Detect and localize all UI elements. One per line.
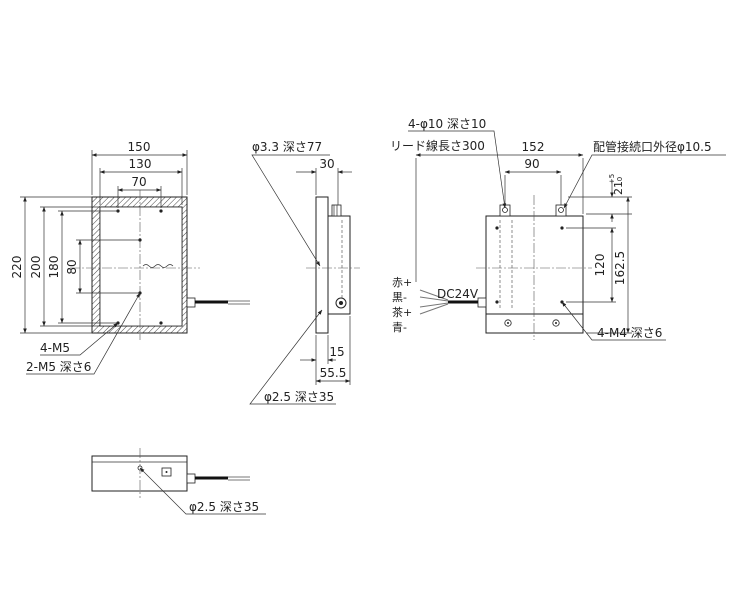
wire-label-blue: 青-	[392, 321, 407, 334]
front-housing-inner	[99, 206, 183, 327]
dim-rear-90: 90	[524, 157, 539, 171]
supply-voltage: DC24V	[437, 287, 479, 301]
dim-front-150: 150	[128, 140, 151, 154]
callout-2m5: 2-M5 深さ6	[26, 360, 91, 374]
callout-hole-2-5-side: φ2.5 深さ35	[264, 390, 334, 404]
callout-hole-2-5-bottom: φ2.5 深さ35	[189, 500, 259, 514]
side-boss	[331, 204, 342, 217]
dim-front-180: 180	[47, 256, 61, 279]
dim-rear-120: 120	[593, 254, 607, 277]
wire-label-brown: 茶+	[392, 306, 412, 319]
callout-4m4: 4-M4 深さ6	[597, 326, 662, 340]
dim-side-55-5: 55.5	[320, 366, 347, 380]
dim-front-130: 130	[129, 157, 152, 171]
dim-rear-152: 152	[522, 140, 545, 154]
dim-front-220: 220	[10, 256, 24, 279]
side-view: 30 15 55.5 φ3.3 深さ77 φ2.5 深さ35	[249, 140, 360, 405]
rear-view: 赤+ 黒- 茶+ 青- DC24V 152 90 21 +5 0 120 162…	[390, 117, 726, 341]
callout-lead-length: リード線長さ300	[390, 138, 485, 153]
bottom-view: φ2.5 深さ35	[91, 448, 266, 515]
front-view: 150 130 70 220 200 180 80 4-M5 2-M5 深さ6	[10, 140, 250, 375]
callout-4phi10: 4-φ10 深さ10	[408, 117, 486, 131]
dim-rear-21: 21	[612, 181, 625, 195]
callout-4m5: 4-M5	[40, 341, 70, 355]
side-front-plate	[315, 196, 329, 334]
rear-base-plate	[485, 313, 584, 334]
callout-conduit-od: 配管接続口外径φ10.5	[593, 139, 712, 154]
dim-front-80: 80	[65, 259, 79, 274]
wire-label-red: 赤+	[392, 276, 412, 289]
dim-front-200: 200	[29, 256, 43, 279]
dim-front-70: 70	[131, 175, 146, 189]
bottom-body	[91, 455, 188, 492]
dim-side-15: 15	[329, 345, 344, 359]
front-cable	[186, 297, 250, 308]
front-mount-holes	[116, 209, 163, 325]
rear-m4-holes	[495, 226, 564, 304]
wire-label-black: 黒-	[392, 291, 407, 304]
dim-rear-162-5: 162.5	[613, 251, 627, 285]
dim-rear-21-tol-lower: 0	[616, 177, 624, 181]
dim-side-30: 30	[319, 157, 334, 171]
bottom-cable	[186, 473, 250, 484]
callout-hole-3-3: φ3.3 深さ77	[252, 140, 322, 154]
dim-rear-21-tol-upper: +5	[608, 174, 616, 184]
rear-body	[485, 215, 584, 315]
rear-cable	[419, 289, 487, 315]
